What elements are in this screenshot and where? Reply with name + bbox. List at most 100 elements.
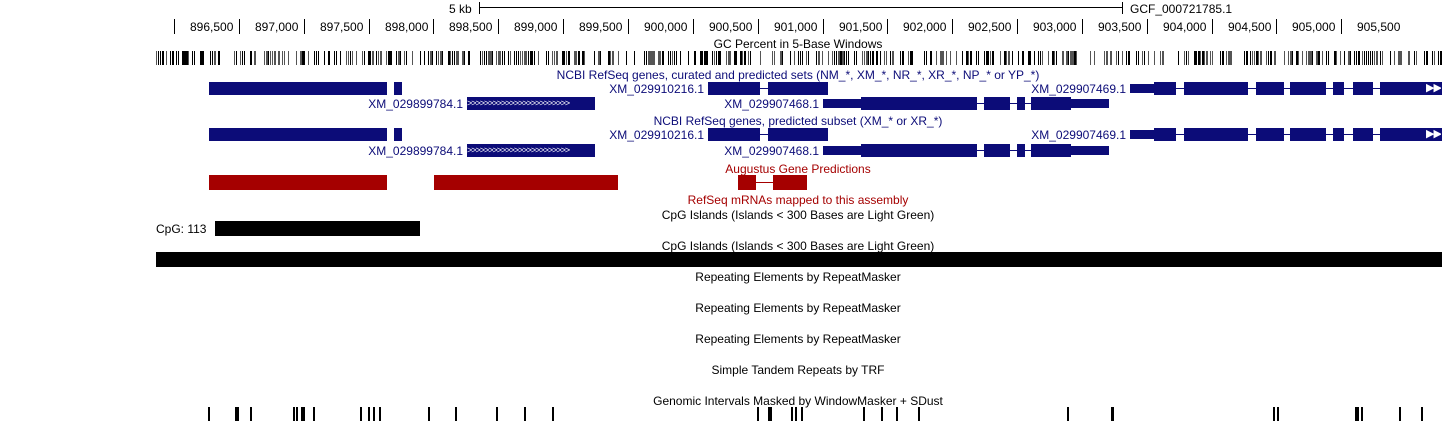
- masked-interval[interactable]: [918, 407, 920, 421]
- augustus-prediction[interactable]: [209, 175, 387, 190]
- gene-label-XM_029910216[interactable]: XM_029910216.1: [609, 128, 704, 142]
- masked-interval[interactable]: [524, 407, 526, 421]
- exon[interactable]: [1017, 144, 1025, 157]
- exon[interactable]: [1154, 128, 1176, 141]
- gene-feature[interactable]: [209, 128, 387, 141]
- gc-window-mark: [910, 51, 912, 65]
- masked-interval[interactable]: [208, 407, 210, 421]
- gc-window-mark: [278, 51, 280, 65]
- utr[interactable]: [823, 146, 861, 155]
- gc-window-mark: [1408, 51, 1410, 65]
- exon[interactable]: [1380, 128, 1442, 141]
- masked-interval[interactable]: [1112, 407, 1114, 421]
- exon[interactable]: [1353, 82, 1373, 95]
- gc-window-mark: [672, 51, 673, 65]
- exon[interactable]: [1333, 82, 1344, 95]
- exon[interactable]: [768, 82, 828, 95]
- exon[interactable]: [768, 128, 828, 141]
- exon[interactable]: [984, 144, 1010, 157]
- masked-interval[interactable]: [791, 407, 793, 421]
- gene-label-XM_029907469[interactable]: XM_029907469.1: [1031, 128, 1126, 142]
- gene-label-XM_029899784[interactable]: XM_029899784.1: [368, 97, 463, 111]
- utr[interactable]: [823, 99, 861, 108]
- masked-interval[interactable]: [237, 407, 239, 421]
- exon[interactable]: [1184, 128, 1248, 141]
- masked-interval[interactable]: [360, 407, 362, 421]
- exon[interactable]: [1031, 144, 1071, 157]
- utr[interactable]: [1071, 99, 1109, 108]
- cpg-island-full[interactable]: [156, 252, 1442, 267]
- masked-interval[interactable]: [1399, 407, 1401, 421]
- masked-interval[interactable]: [1067, 407, 1069, 421]
- masked-interval[interactable]: [1277, 407, 1279, 421]
- utr[interactable]: [1130, 130, 1154, 139]
- gc-window-mark: [1034, 51, 1035, 65]
- gene-label-XM_029907468[interactable]: XM_029907468.1: [724, 144, 819, 158]
- masked-interval[interactable]: [250, 407, 252, 421]
- gc-window-mark: [1398, 51, 1400, 65]
- exon[interactable]: [1184, 82, 1248, 95]
- gene-label-XM_029910216[interactable]: XM_029910216.1: [609, 82, 704, 96]
- masked-interval[interactable]: [1355, 407, 1357, 421]
- masked-interval[interactable]: [313, 407, 315, 421]
- refseq-all-track-title: NCBI RefSeq genes, curated and predicted…: [556, 68, 1040, 82]
- exon[interactable]: [1256, 128, 1284, 141]
- masked-interval[interactable]: [301, 407, 303, 421]
- cpg-feature-label[interactable]: CpG: 113: [156, 222, 207, 236]
- masked-interval[interactable]: [801, 407, 803, 421]
- gene-feature[interactable]: [394, 128, 402, 141]
- utr[interactable]: [1071, 146, 1109, 155]
- masked-interval[interactable]: [296, 407, 298, 421]
- gene-feature-XM_029899784[interactable]: >>>>>>>>>>>>>>>>>>>>>>>>: [467, 144, 595, 157]
- masked-interval[interactable]: [455, 407, 457, 421]
- gc-window-mark: [646, 51, 647, 65]
- exon[interactable]: [984, 97, 1010, 110]
- augustus-exon[interactable]: [773, 175, 807, 190]
- masked-interval[interactable]: [881, 407, 883, 421]
- exon[interactable]: [1290, 82, 1326, 95]
- gc-window-mark: [424, 51, 425, 65]
- masked-interval[interactable]: [770, 407, 772, 421]
- masked-interval[interactable]: [1361, 407, 1363, 421]
- gene-feature[interactable]: [209, 82, 387, 95]
- masked-interval[interactable]: [368, 407, 370, 421]
- masked-interval[interactable]: [496, 407, 498, 421]
- exon[interactable]: [861, 144, 977, 157]
- gene-feature-XM_029899784[interactable]: >>>>>>>>>>>>>>>>>>>>>>>>: [467, 97, 595, 110]
- masked-interval[interactable]: [1421, 407, 1423, 421]
- augustus-prediction[interactable]: [434, 175, 618, 190]
- gene-label-XM_029907468[interactable]: XM_029907468.1: [724, 97, 819, 111]
- gene-feature[interactable]: [394, 82, 402, 95]
- masked-interval[interactable]: [552, 407, 554, 421]
- exon[interactable]: [1154, 82, 1176, 95]
- augustus-exon[interactable]: [738, 175, 756, 190]
- masked-interval[interactable]: [235, 407, 237, 421]
- exon[interactable]: [1031, 97, 1071, 110]
- exon[interactable]: [1353, 128, 1373, 141]
- exon[interactable]: [1017, 97, 1025, 110]
- exon[interactable]: [1256, 82, 1284, 95]
- masked-interval[interactable]: [303, 407, 305, 421]
- utr[interactable]: [1130, 84, 1154, 93]
- exon[interactable]: [861, 97, 977, 110]
- masked-interval[interactable]: [896, 407, 898, 421]
- gene-label-XM_029899784[interactable]: XM_029899784.1: [368, 144, 463, 158]
- masked-interval[interactable]: [863, 407, 865, 421]
- exon[interactable]: [708, 82, 760, 95]
- exon[interactable]: [1290, 128, 1326, 141]
- masked-interval[interactable]: [379, 407, 381, 421]
- masked-interval[interactable]: [1273, 407, 1275, 421]
- exon[interactable]: [708, 128, 760, 141]
- masked-interval[interactable]: [428, 407, 430, 421]
- masked-interval[interactable]: [757, 407, 759, 421]
- masked-interval[interactable]: [795, 407, 797, 421]
- exon[interactable]: [1380, 82, 1442, 95]
- masked-interval[interactable]: [373, 407, 375, 421]
- masked-interval[interactable]: [1357, 407, 1359, 421]
- masked-interval[interactable]: [293, 407, 295, 421]
- cpg-island[interactable]: [215, 221, 420, 236]
- exon[interactable]: [1333, 128, 1344, 141]
- gc-window-mark: [1188, 51, 1189, 65]
- gene-label-XM_029907469[interactable]: XM_029907469.1: [1031, 82, 1126, 96]
- masked-interval[interactable]: [768, 407, 770, 421]
